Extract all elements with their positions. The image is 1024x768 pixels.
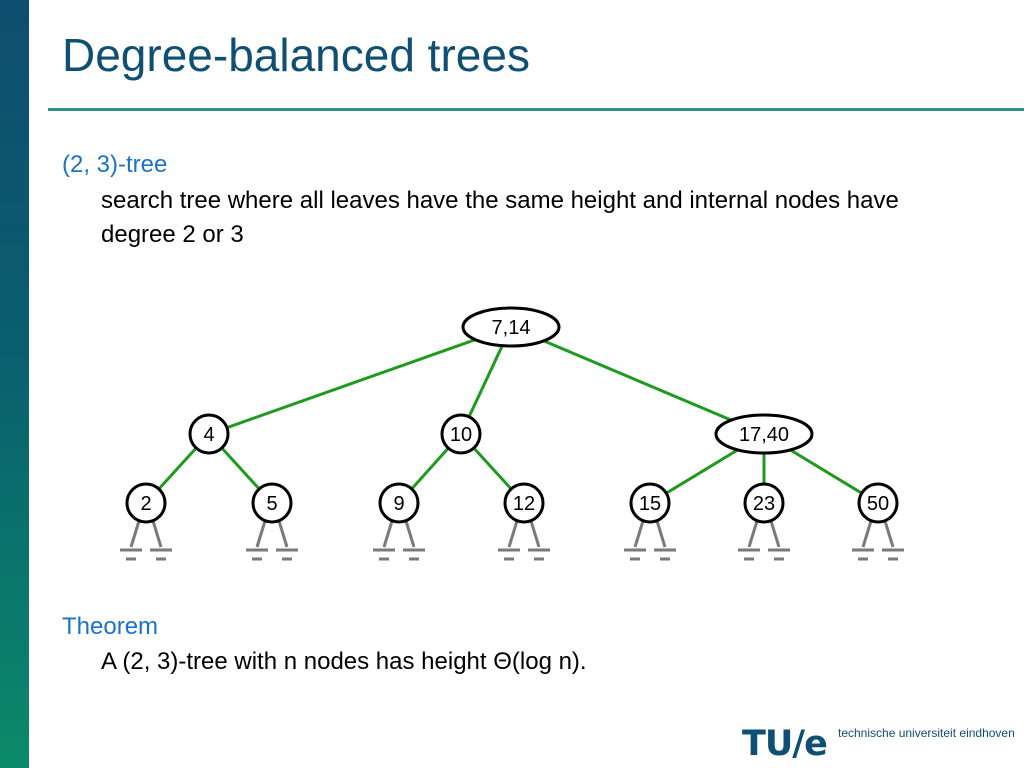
null-leaf-edge: [129, 520, 141, 548]
tree-node-shape: [461, 306, 561, 348]
tree-edge: [543, 339, 732, 422]
null-leaf-pair: [852, 520, 904, 561]
null-leaf-pair: [624, 520, 676, 561]
tree-node-shape: [125, 482, 167, 524]
title-divider: [48, 108, 1024, 111]
tree-edge: [157, 447, 198, 490]
tree-node-label: 10: [450, 424, 472, 446]
null-leaf-edge: [769, 520, 781, 548]
null-leaf-pair: [120, 520, 172, 561]
null-leaf-edge: [404, 520, 416, 548]
null-leaf-pair: [373, 520, 425, 561]
tree-edge: [410, 447, 450, 490]
tree-node-label: 23: [753, 493, 775, 515]
tree-node: 12: [503, 482, 545, 524]
tree-node-shape: [714, 413, 814, 455]
theorem-body: A (2, 3)-tree with n nodes has height Θ(…: [101, 648, 587, 675]
tree-node: 9: [378, 482, 420, 524]
tree-edge: [789, 448, 863, 495]
tree-node: 50: [857, 482, 899, 524]
tree-node-label: 4: [203, 424, 214, 446]
tree-node-label: 7,14: [492, 317, 531, 339]
definition-body: search tree where all leaves have the sa…: [101, 187, 899, 248]
definition-term: (2, 3)-tree: [62, 151, 168, 178]
theorem-term: Theorem: [62, 613, 159, 640]
tree-node: 4: [188, 413, 230, 455]
null-leaf-edge: [382, 520, 394, 548]
tree-node-label: 50: [867, 493, 889, 515]
side-bar: [0, 0, 29, 768]
tree-node-label: 9: [393, 493, 404, 515]
null-leaf-edge: [633, 520, 645, 548]
null-leaf-edge: [747, 520, 759, 548]
tree-node-shape: [503, 482, 545, 524]
tree-node: 17,40: [714, 413, 814, 455]
tree-node-shape: [857, 482, 899, 524]
tree-node: 7,14: [461, 306, 561, 348]
null-leaf-edge: [861, 520, 873, 548]
tree-node-shape: [251, 482, 293, 524]
tree-node-shape: [188, 413, 230, 455]
null-leaf-edge: [151, 520, 163, 548]
tree-node-shape: [743, 482, 785, 524]
null-leaf-edge: [277, 520, 289, 548]
null-leaf-pair: [246, 520, 298, 561]
tue-logo: TU/e technische universiteit eindhoven: [742, 716, 1024, 764]
tree-edge: [467, 345, 504, 418]
null-leaf-edge: [883, 520, 895, 548]
tree-node-shape: [378, 482, 420, 524]
logo-mark: TU/e: [742, 724, 828, 764]
null-leaf-pair: [738, 520, 790, 561]
tree-node: 2: [125, 482, 167, 524]
tree-node: 15: [629, 482, 671, 524]
tree-node-label: 5: [266, 493, 277, 515]
tree-edge: [226, 338, 476, 430]
slide-title: Degree-balanced trees: [62, 29, 530, 81]
tree-node: 23: [743, 482, 785, 524]
tree-edge: [220, 447, 261, 490]
null-leaf-edge: [507, 520, 519, 548]
tree-node-label: 15: [639, 493, 661, 515]
tree-node: 10: [440, 413, 482, 455]
tree-node: 5: [251, 482, 293, 524]
tree-edge: [472, 447, 513, 490]
logo-text: technische universiteit eindhoven: [838, 726, 1015, 740]
null-leaf-pair: [498, 520, 550, 561]
tree-node-label: 2: [140, 493, 151, 515]
null-leaf-edge: [255, 520, 267, 548]
tree-edge: [665, 448, 739, 495]
null-leaf-edge: [529, 520, 541, 548]
tree-node-shape: [440, 413, 482, 455]
tree-node-label: 17,40: [739, 424, 789, 446]
tree-node-label: 12: [513, 493, 535, 515]
tree-node-shape: [629, 482, 671, 524]
null-leaf-edge: [655, 520, 667, 548]
